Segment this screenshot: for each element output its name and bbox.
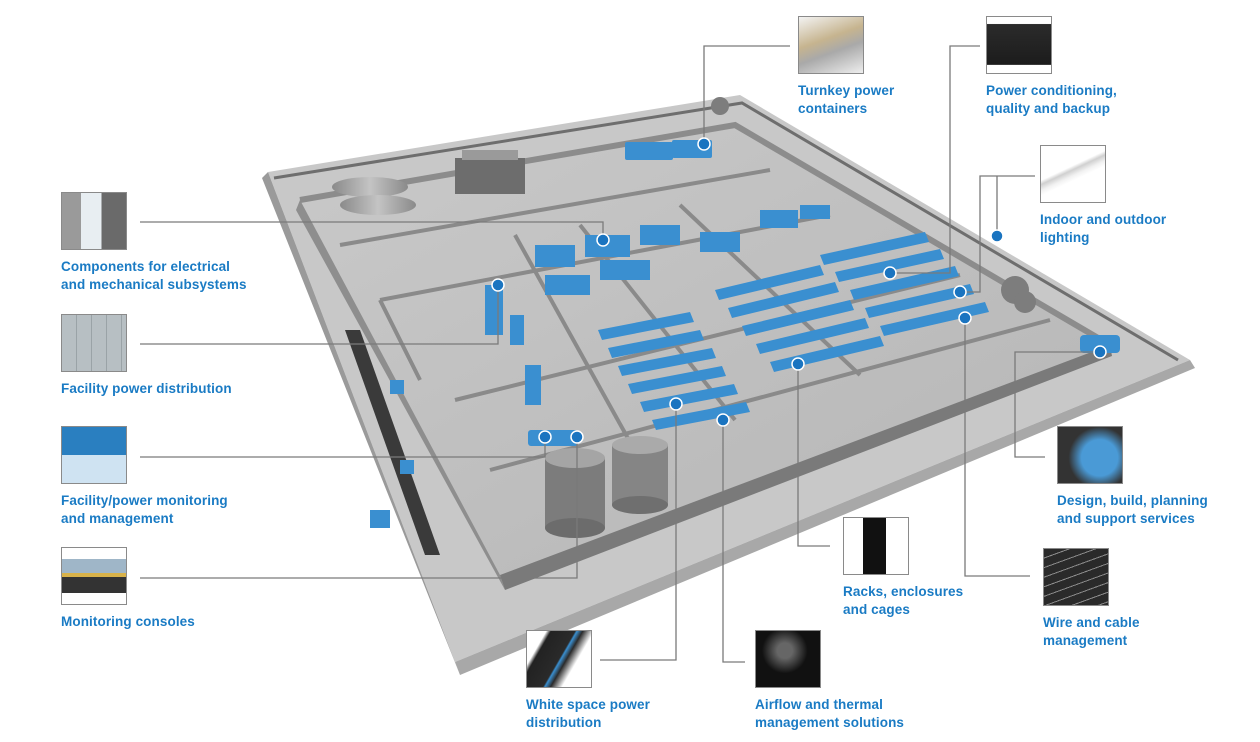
label-line: and management <box>61 511 174 526</box>
equipment-rows <box>370 140 1120 528</box>
label-line: lighting <box>1040 230 1090 245</box>
hotspot-wire[interactable] <box>958 311 972 325</box>
label-line: Airflow and thermal <box>755 697 883 712</box>
fuel-tanks <box>332 150 525 215</box>
aisle-containment-icon <box>755 630 821 688</box>
light-fixture-icon <box>1040 145 1106 203</box>
hotspots[interactable] <box>491 137 1107 444</box>
power-container-icon <box>798 16 864 74</box>
trees <box>711 97 1036 313</box>
server-rack-icon <box>843 517 909 575</box>
hotspot-racks[interactable] <box>791 357 805 371</box>
label-line: Wire and cable <box>1043 615 1140 630</box>
label-line: Design, build, planning <box>1057 493 1208 508</box>
label-line: and mechanical subsystems <box>61 277 247 292</box>
hotspot-whitespace[interactable] <box>669 397 683 411</box>
hotspot-facility-power[interactable] <box>491 278 505 292</box>
label-line: Components for electrical <box>61 259 231 274</box>
label-line: Power conditioning, <box>986 83 1117 98</box>
label-line: and cages <box>843 602 910 617</box>
label-line: Racks, enclosures <box>843 584 964 599</box>
hotspot-consoles[interactable] <box>570 430 584 444</box>
label-line: containers <box>798 101 868 116</box>
label-line: management solutions <box>755 715 905 730</box>
silos <box>545 436 668 538</box>
hotspot-power-conditioning[interactable] <box>883 266 897 280</box>
label-line: distribution <box>526 715 602 730</box>
label-line: Facility/power monitoring <box>61 493 228 508</box>
hotspot-design[interactable] <box>1093 345 1107 359</box>
label-line: Monitoring consoles <box>61 614 195 629</box>
software-screen-icon <box>61 426 127 484</box>
hotspot-turnkey[interactable] <box>697 137 711 151</box>
label-line: Turnkey power <box>798 83 895 98</box>
label-line: White space power <box>526 697 650 712</box>
cable-tray-icon <box>1043 548 1109 606</box>
pdu-strip-icon <box>526 630 592 688</box>
label-line: Indoor and outdoor <box>1040 212 1167 227</box>
switchgear-icon <box>61 314 127 372</box>
hotspot-monitoring[interactable] <box>538 430 552 444</box>
console-desk-icon <box>61 547 127 605</box>
label-line: Facility power distribution <box>61 381 232 396</box>
hotspot-airflow[interactable] <box>716 413 730 427</box>
ups-cabinet-icon <box>986 16 1052 74</box>
label-line: management <box>1043 633 1128 648</box>
hotspot-lighting-outdoor[interactable] <box>990 229 1004 243</box>
drive-panel-icon <box>61 192 127 250</box>
technician-icon <box>1057 426 1123 484</box>
label-line: and support services <box>1057 511 1195 526</box>
hotspot-lighting-indoor[interactable] <box>953 285 967 299</box>
label-line: quality and backup <box>986 101 1111 116</box>
hotspot-components[interactable] <box>596 233 610 247</box>
